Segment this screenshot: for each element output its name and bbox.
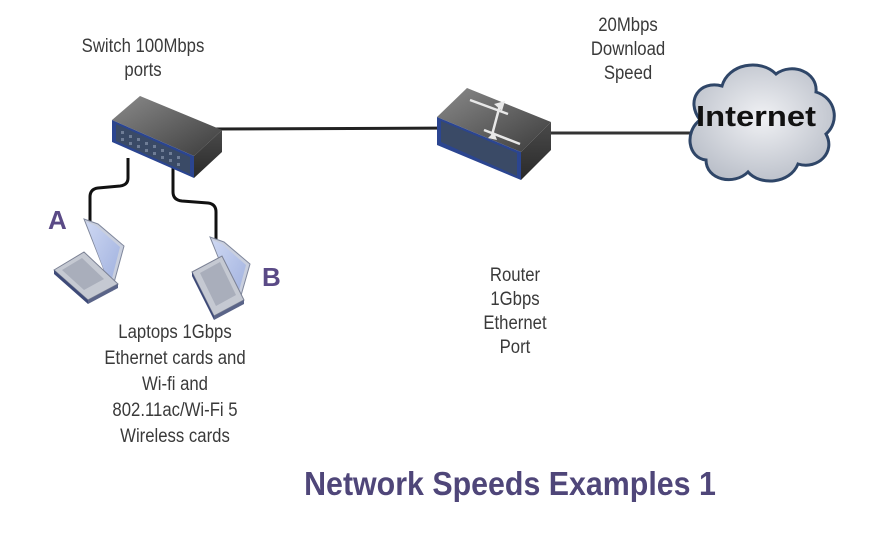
laptop-icon[interactable]	[53, 218, 125, 304]
cloud-icon[interactable]: Internet	[688, 63, 836, 183]
router-arrows-icon	[469, 98, 521, 146]
link-switch-router	[214, 126, 461, 131]
network-switch-icon[interactable]	[112, 96, 222, 178]
switch-label: Switch 100Mbps ports	[81, 36, 205, 81]
router-label: Router 1Gbps Ethernet Port	[483, 265, 547, 358]
link-switch-laptop-a	[88, 158, 130, 222]
router-icon[interactable]	[437, 88, 551, 180]
diagram-title: Network Speeds Examples 1	[304, 465, 716, 502]
laptop-icon[interactable]	[191, 236, 251, 320]
laptop-a-letter: A	[48, 205, 67, 235]
connections	[88, 126, 692, 240]
laptop-b-letter: B	[262, 262, 281, 292]
link-switch-laptop-b	[171, 155, 218, 240]
laptops-label: Laptops 1Gbps Ethernet cards and Wi-fi a…	[104, 322, 246, 447]
download-speed-label: 20Mbps Download Speed	[590, 15, 666, 84]
internet-label: Internet	[696, 101, 816, 133]
